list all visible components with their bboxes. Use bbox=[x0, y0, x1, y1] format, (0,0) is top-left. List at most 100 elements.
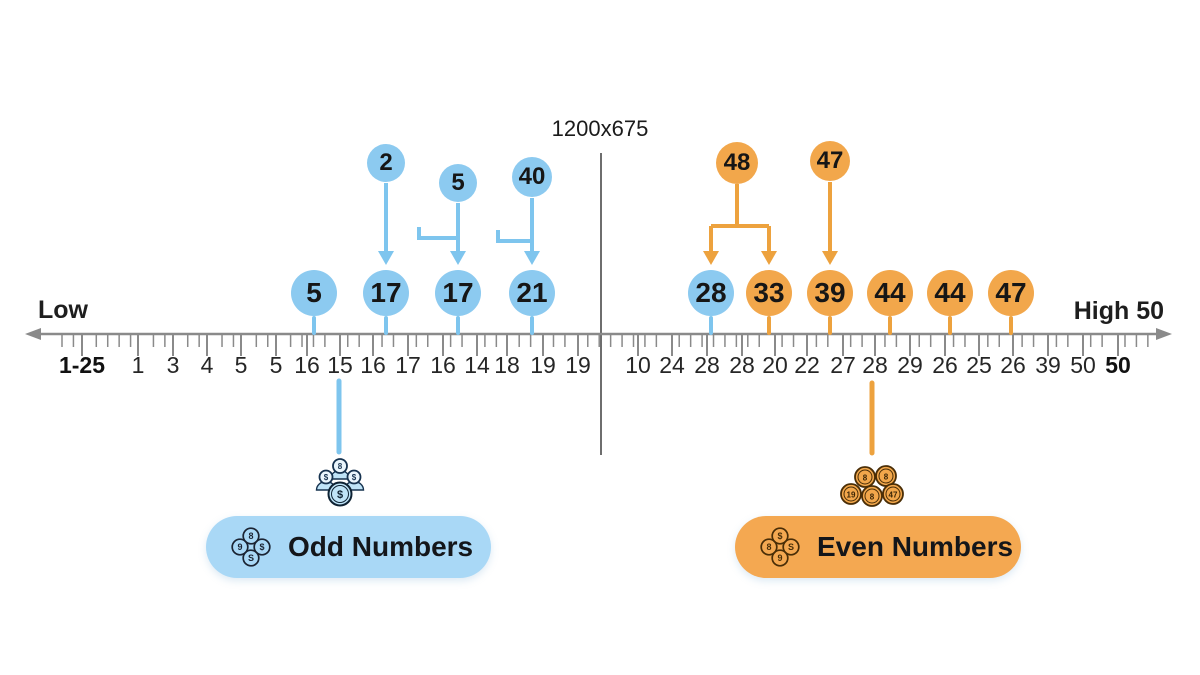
number-ball: 28 bbox=[688, 270, 734, 316]
coin-glyph: 8 bbox=[338, 462, 343, 471]
coin-ring bbox=[857, 469, 873, 485]
connector-arrowhead-icon bbox=[450, 251, 466, 265]
tick-label: 16 bbox=[360, 352, 386, 378]
number-ball: 47 bbox=[988, 270, 1034, 316]
coin-ring bbox=[864, 488, 880, 504]
coin-ring bbox=[843, 486, 859, 502]
connector-arrowhead-icon bbox=[524, 251, 540, 265]
number-ball: 33 bbox=[746, 270, 792, 316]
number-ball: 48 bbox=[716, 142, 758, 184]
pill-coin-icon bbox=[782, 538, 800, 556]
number-ball: 39 bbox=[807, 270, 853, 316]
tick-label: 39 bbox=[1035, 352, 1061, 378]
coin-icon bbox=[882, 483, 904, 505]
person-body-icon bbox=[315, 480, 337, 491]
tick-label: 50 bbox=[1070, 352, 1096, 378]
tick-label: 18 bbox=[494, 352, 520, 378]
coin-icon bbox=[861, 485, 883, 507]
lottery-balls-cluster-icon: 89$S bbox=[231, 527, 271, 567]
odd-numbers-label: Odd Numbers bbox=[288, 531, 474, 562]
number-ball: 21 bbox=[509, 270, 555, 316]
tick-label: 27 bbox=[830, 352, 856, 378]
lottery-balls-cluster-icon: $8 S9 bbox=[760, 527, 800, 567]
number-ball: 44 bbox=[867, 270, 913, 316]
tick-label: 3 bbox=[167, 352, 180, 378]
connector-arrowhead-icon bbox=[703, 251, 719, 265]
connector-elbow bbox=[496, 230, 530, 243]
pill-coin-icon bbox=[242, 549, 260, 567]
tick-label: 16 bbox=[294, 352, 320, 378]
coin-head-icon bbox=[332, 458, 348, 474]
pill-coin-glyph: 8 bbox=[766, 542, 771, 552]
tick-label: 25 bbox=[966, 352, 992, 378]
pill-coin-glyph: $ bbox=[777, 531, 782, 541]
number-ball: 5 bbox=[439, 164, 477, 202]
pill-coin-icon bbox=[242, 527, 260, 545]
image-dimensions-label: 1200x675 bbox=[551, 116, 649, 141]
tick-label: 1-25 bbox=[59, 352, 105, 378]
tick-label: 14 bbox=[464, 352, 490, 378]
tick-label: 17 bbox=[395, 352, 421, 378]
big-coin-ring bbox=[331, 485, 349, 503]
number-ball: 17 bbox=[363, 270, 409, 316]
number-line-right-arrow-icon bbox=[1156, 328, 1172, 340]
coin-number: 8 bbox=[870, 493, 875, 502]
pill-coin-icon bbox=[771, 527, 789, 545]
pill-coin-glyph: 9 bbox=[237, 542, 242, 552]
even-numbers-label: Even Numbers bbox=[817, 531, 1014, 562]
connector-arrowhead-icon bbox=[822, 251, 838, 265]
tick-label: 29 bbox=[897, 352, 923, 378]
tick-label: 19 bbox=[565, 352, 591, 378]
tick-label: 16 bbox=[430, 352, 456, 378]
big-coin-icon bbox=[327, 481, 353, 507]
tick-label: 19 bbox=[530, 352, 556, 378]
tick-label: 1 bbox=[132, 352, 145, 378]
axis-low-label: Low bbox=[38, 296, 88, 324]
axis-high-label: High 50 bbox=[1073, 297, 1164, 325]
number-ball: 2 bbox=[367, 144, 405, 182]
coin-icon bbox=[875, 465, 897, 487]
pill-coin-icon bbox=[760, 538, 778, 556]
coin-ring bbox=[878, 468, 894, 484]
coin-head-icon bbox=[318, 469, 334, 485]
tick-label: 5 bbox=[270, 352, 283, 378]
pill-coin-icon bbox=[771, 549, 789, 567]
pill-coin-glyph: 8 bbox=[248, 531, 253, 541]
tick-label: 20 bbox=[762, 352, 788, 378]
tick-label: 5 bbox=[235, 352, 248, 378]
tick-label: 4 bbox=[201, 352, 214, 378]
number-line-left-arrow-icon bbox=[25, 328, 41, 340]
coin-glyph: $ bbox=[352, 473, 357, 482]
tick-label: 10 bbox=[625, 352, 651, 378]
tick-label: 26 bbox=[932, 352, 958, 378]
pill-coin-glyph: $ bbox=[259, 542, 264, 552]
number-ball: 47 bbox=[810, 141, 850, 181]
coin-head-icon bbox=[346, 469, 362, 485]
tick-label: 28 bbox=[862, 352, 888, 378]
coin-ring bbox=[885, 486, 901, 502]
pill-coin-icon bbox=[231, 538, 249, 556]
number-ball: 5 bbox=[291, 270, 337, 316]
coin-number: 47 bbox=[889, 491, 898, 500]
coin-number: 8 bbox=[863, 474, 868, 483]
connector-arrowhead-icon bbox=[761, 251, 777, 265]
person-body-icon bbox=[343, 480, 365, 491]
coin-icon bbox=[854, 466, 876, 488]
tick-label: 28 bbox=[729, 352, 755, 378]
coin-icon bbox=[840, 483, 862, 505]
person-body-icon bbox=[329, 469, 351, 480]
coin-glyph: $ bbox=[337, 489, 343, 501]
pill-coin-glyph: 9 bbox=[777, 553, 782, 563]
pill-coin-glyph: S bbox=[788, 542, 794, 552]
coin-number: 19 bbox=[847, 491, 856, 500]
connector-elbow bbox=[417, 227, 456, 240]
tick-label: 24 bbox=[659, 352, 685, 378]
tick-label: 28 bbox=[694, 352, 720, 378]
tick-label: 26 bbox=[1000, 352, 1026, 378]
